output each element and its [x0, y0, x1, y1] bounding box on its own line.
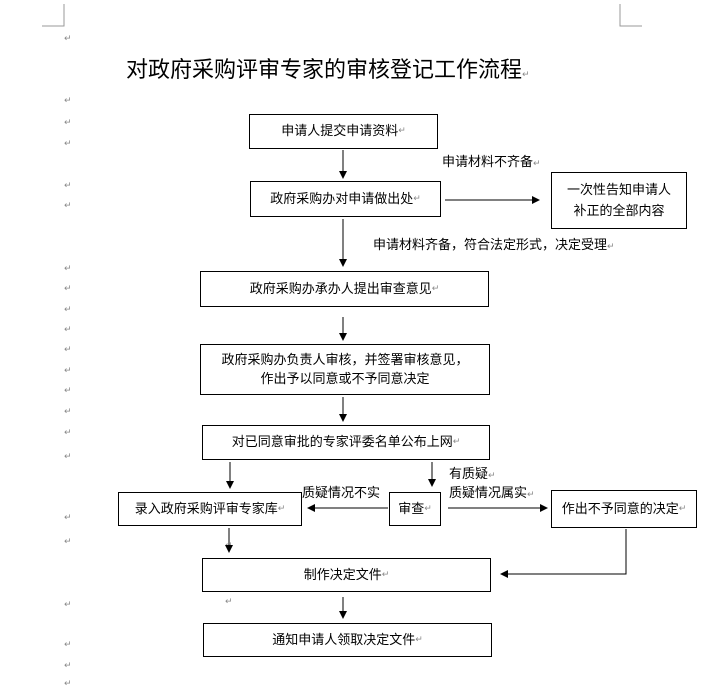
- paragraph-mark: ↵: [64, 181, 72, 191]
- step-notify-collect-document: 通知申请人领取决定文件↵: [203, 623, 492, 657]
- note-materials-incomplete: 申请材料不齐备↵: [442, 155, 541, 170]
- paragraph-mark: ↵: [225, 597, 233, 607]
- paragraph-mark: ↵: [64, 513, 72, 523]
- paragraph-mark: ↵: [64, 305, 72, 315]
- paragraph-mark: ↵: [64, 428, 72, 438]
- step-office-process: 政府采购办对申请做出处↵: [250, 181, 441, 217]
- paragraph-mark: ↵: [64, 407, 72, 417]
- paragraph-mark: ↵: [64, 325, 72, 335]
- step-make-decision-document: 制作决定文件↵: [202, 558, 491, 592]
- paragraph-mark: ↵: [64, 366, 72, 376]
- paragraph-mark: ↵: [64, 640, 72, 650]
- step-submit-application: 申请人提交申请资料↵: [249, 114, 438, 149]
- step-head-approval: 政府采购办负责人审核，并签署审核意见， 作出予以同意或不予同意决定: [200, 344, 490, 395]
- paragraph-mark: ↵: [64, 661, 72, 671]
- note-materials-complete: 申请材料齐备，符合法定形式，决定受理↵: [373, 238, 615, 253]
- note-question-not-confirmed: 质疑情况不实: [302, 486, 381, 501]
- box-review: 审查↵: [389, 492, 441, 526]
- paragraph-mark: ↵: [64, 118, 72, 128]
- paragraph-mark: ↵: [64, 452, 72, 462]
- box-register-expert-database: 录入政府采购评审专家库↵: [118, 492, 302, 526]
- note-question-confirmed: 质疑情况属实↵: [449, 486, 535, 501]
- paragraph-mark: ↵: [64, 537, 72, 547]
- paragraph-mark: ↵: [64, 34, 72, 44]
- note-questioned: 有质疑↵: [449, 467, 496, 482]
- box-notify-applicant: 一次性告知申请人 补正的全部内容: [551, 172, 687, 229]
- document-title: 对政府采购评审专家的审核登记工作流程↵: [126, 58, 530, 83]
- paragraph-mark: ↵: [64, 345, 72, 355]
- paragraph-mark: ↵: [64, 284, 72, 294]
- paragraph-mark: ↵: [64, 201, 72, 211]
- step-publish-list: 对已同意审批的专家评委名单公布上网↵: [202, 425, 490, 460]
- box-disagree-decision: 作出不予同意的决定↵: [551, 490, 697, 528]
- step-handler-review-opinion: 政府采购办承办人提出审查意见↵: [200, 271, 489, 307]
- paragraph-mark: ↵: [64, 386, 72, 396]
- paragraph-mark: ↵: [64, 139, 72, 149]
- paragraph-mark: ↵: [64, 264, 72, 274]
- paragraph-mark: ↵: [64, 96, 72, 106]
- paragraph-mark: ↵: [64, 600, 72, 610]
